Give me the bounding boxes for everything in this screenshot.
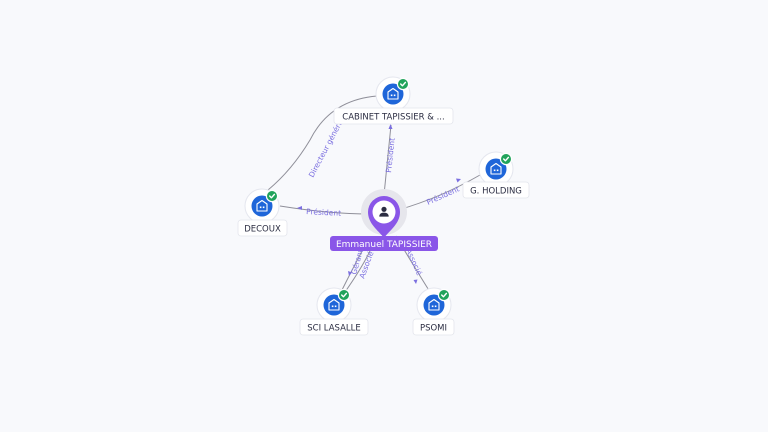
building-icon xyxy=(256,199,268,212)
person-disc xyxy=(372,200,396,224)
arrow-cabinet xyxy=(388,124,393,129)
company-node-holding[interactable] xyxy=(478,151,514,187)
company-name: G. HOLDING xyxy=(470,187,522,197)
edge-directeur-decoux[interactable] xyxy=(267,95,378,191)
person-node[interactable] xyxy=(361,189,407,238)
company-label-holding[interactable]: G. HOLDING xyxy=(462,181,530,199)
edge-label-president-decoux: Président xyxy=(306,207,341,218)
person-name: Emmanuel TAPISSIER xyxy=(336,240,432,250)
company-label-psomi[interactable]: PSOMI xyxy=(412,318,455,336)
person-icon xyxy=(379,206,389,217)
company-label-cabinet[interactable]: CABINET TAPISSIER & ... xyxy=(333,107,454,125)
arrow-decoux xyxy=(297,206,302,210)
verified-check-icon xyxy=(396,77,410,91)
company-name: CABINET TAPISSIER & ... xyxy=(342,113,444,123)
edge-label-associe-psomi: Associé xyxy=(404,247,424,277)
company-node-sci-lasalle[interactable] xyxy=(316,287,352,323)
verified-check-icon xyxy=(437,288,451,302)
building-icon xyxy=(387,87,399,100)
arrow-sci xyxy=(348,271,352,276)
company-node-cabinet[interactable] xyxy=(375,76,411,112)
company-name: PSOMI xyxy=(420,324,447,334)
verified-check-icon xyxy=(337,288,351,302)
building-icon xyxy=(428,298,440,311)
verified-check-icon xyxy=(499,152,513,166)
company-name: SCI LASALLE xyxy=(307,324,361,334)
edge-label-president-holding: Président xyxy=(425,184,461,206)
edge-label-directeur-general: Directeur général xyxy=(307,117,346,179)
company-node-psomi[interactable] xyxy=(416,287,452,323)
edge-president-cabinet[interactable] xyxy=(383,124,392,196)
edge-label-president-cabinet: Président xyxy=(384,137,397,173)
arrow-holding xyxy=(456,178,461,183)
company-label-decoux[interactable]: DECOUX xyxy=(237,219,288,237)
building-icon xyxy=(490,162,502,175)
company-name: DECOUX xyxy=(244,225,281,235)
person-label[interactable]: Emmanuel TAPISSIER xyxy=(330,236,438,251)
arrow-psomi xyxy=(413,279,418,284)
building-icon xyxy=(328,298,340,311)
verified-check-icon xyxy=(265,189,279,203)
company-node-decoux[interactable] xyxy=(244,188,280,224)
company-label-sci-lasalle[interactable]: SCI LASALLE xyxy=(299,318,369,336)
edge-arrows xyxy=(297,124,461,284)
